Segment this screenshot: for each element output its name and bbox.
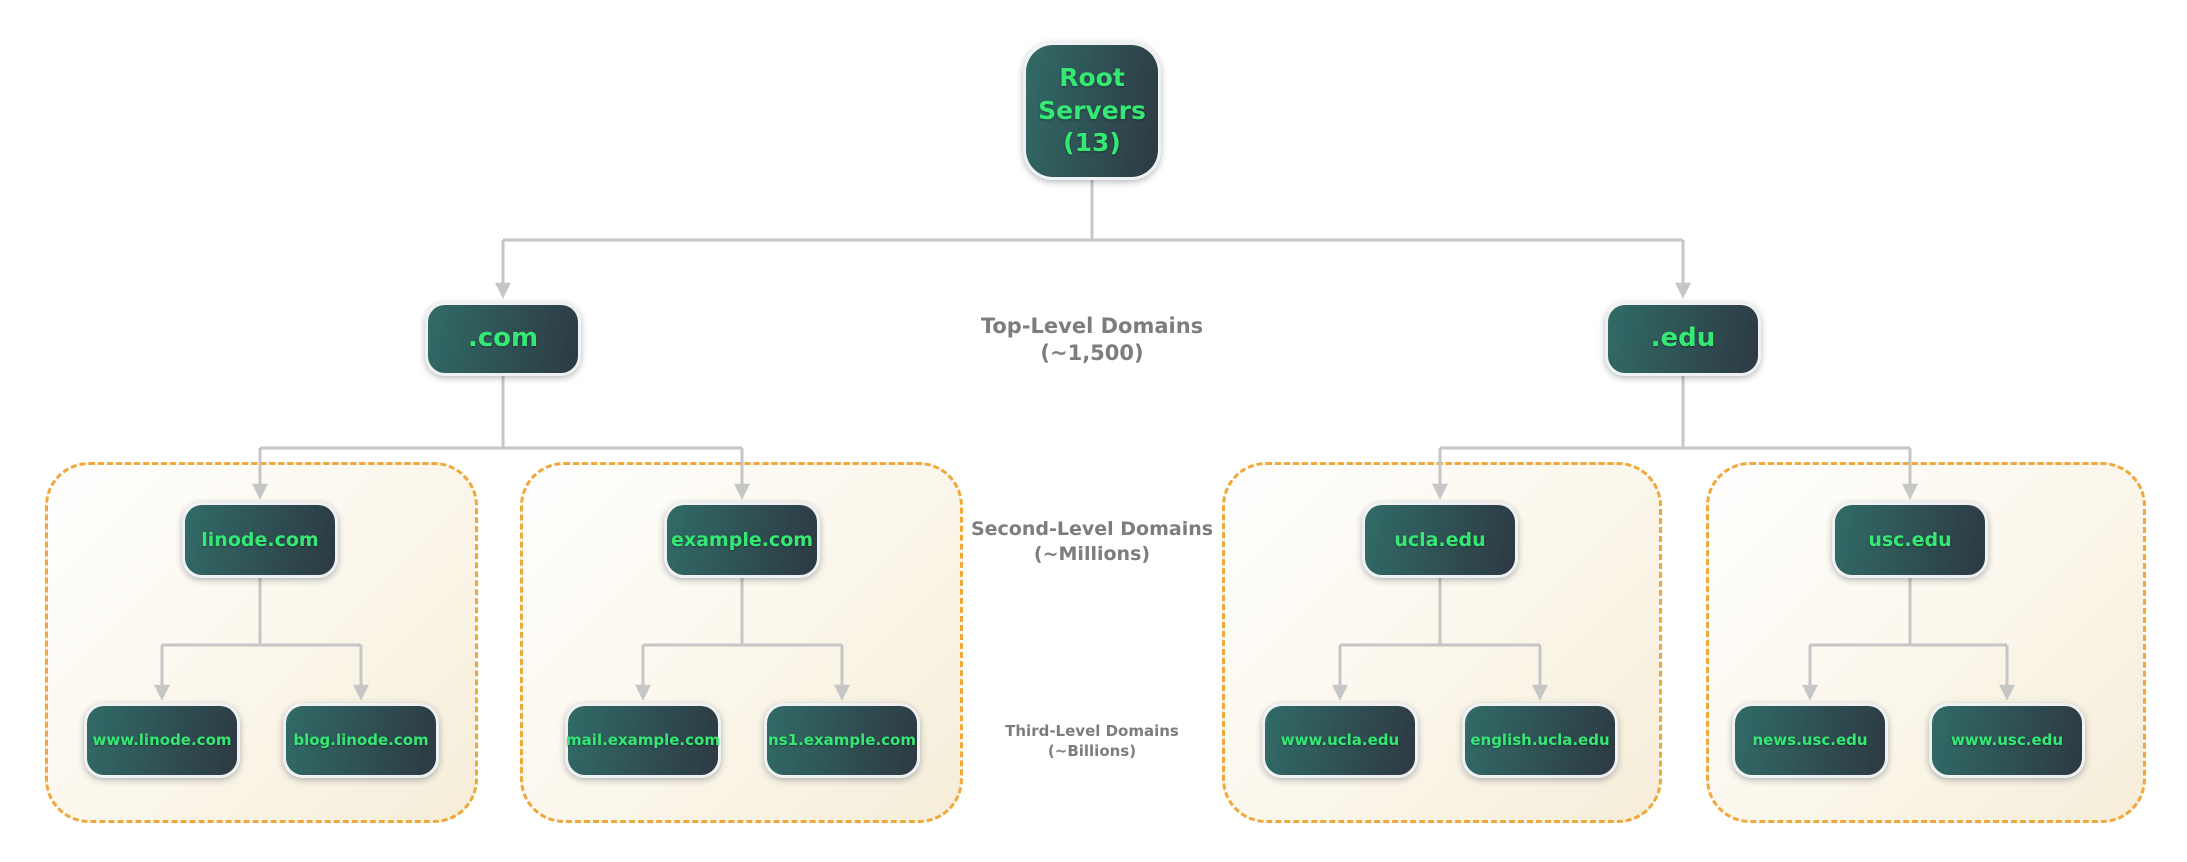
level-label-second-level: Second-Level Domains (~Millions) [882, 517, 1302, 566]
connector-edu-subtree [1432, 376, 1918, 500]
level-label-top-level: Top-Level Domains (~1,500) [882, 313, 1302, 368]
node-www-linode-com: www.linode.com [84, 703, 240, 778]
node-example-com: example.com [664, 502, 820, 578]
node-mail-example-com: mail.example.com [565, 703, 721, 778]
level-label-second-level-title: Second-Level Domains [970, 518, 1214, 540]
node-ucla-edu: ucla.edu [1362, 502, 1518, 578]
level-label-top-level-subtitle: (~1,500) [1040, 341, 1144, 366]
level-label-third-level-subtitle: (~Billions) [1047, 742, 1137, 761]
level-label-third-level-title: Third-Level Domains [1005, 722, 1179, 740]
node-linode-com: linode.com [182, 502, 338, 578]
connector-ucla-subtree [1332, 578, 1548, 701]
node-ns1-example-com: ns1.example.com [764, 703, 920, 778]
level-label-top-level-title: Top-Level Domains [980, 314, 1204, 338]
node-english-ucla-edu: english.ucla.edu [1462, 703, 1618, 778]
connector-com-subtree [252, 376, 750, 500]
node-www-usc-edu: www.usc.edu [1929, 703, 2085, 778]
connector-usc-subtree [1802, 578, 2015, 701]
node-news-usc-edu: news.usc.edu [1732, 703, 1888, 778]
connector-linode-subtree [154, 578, 369, 701]
level-label-second-level-subtitle: (~Millions) [1033, 542, 1151, 565]
node-edu: .edu [1605, 302, 1761, 376]
level-label-third-level: Third-Level Domains (~Billions) [882, 721, 1302, 762]
node-usc-edu: usc.edu [1832, 502, 1988, 578]
node-root-servers: Root Servers (13) [1023, 42, 1161, 180]
connector-example-subtree [635, 578, 850, 701]
node-www-ucla-edu: www.ucla.edu [1262, 703, 1418, 778]
connector-root-to-tlds [495, 180, 1691, 299]
node-com: .com [425, 302, 581, 376]
node-blog-linode-com: blog.linode.com [283, 703, 439, 778]
